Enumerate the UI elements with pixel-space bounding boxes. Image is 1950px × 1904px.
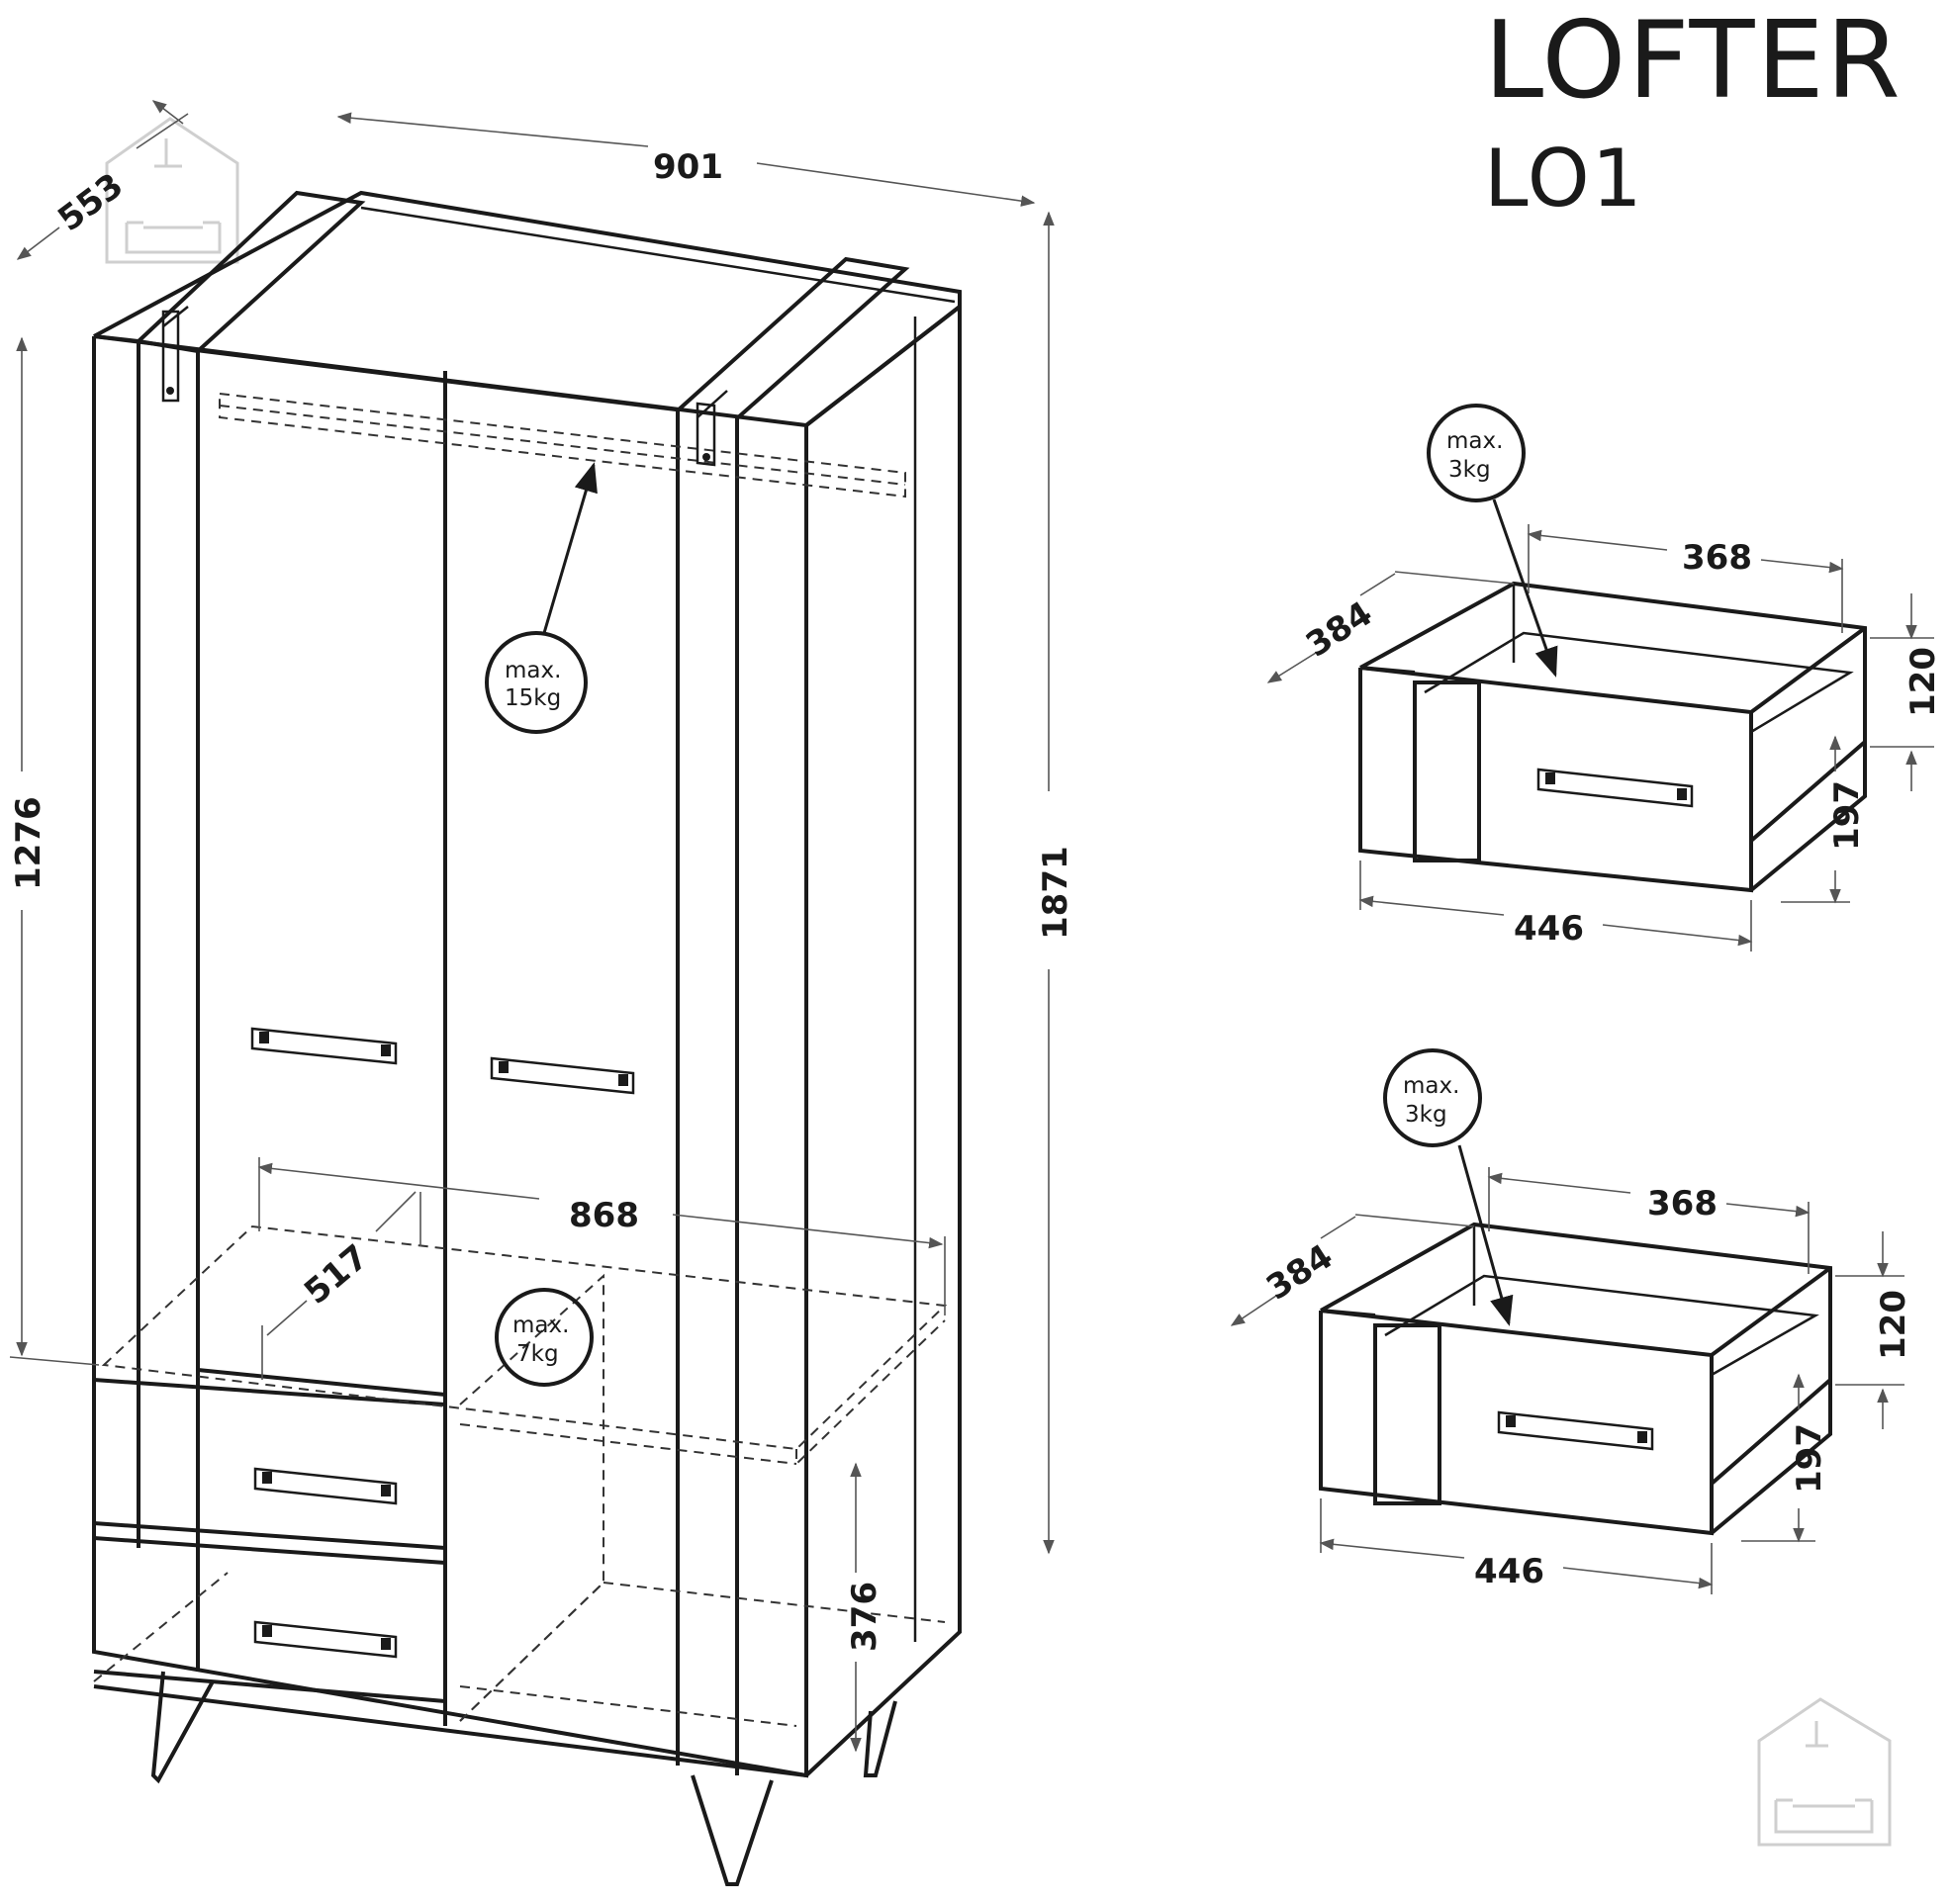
svg-text:7kg: 7kg xyxy=(516,1341,559,1367)
lower-height-label: 376 xyxy=(845,1582,884,1652)
drawer-bottom-front-height: 197 xyxy=(1790,1423,1829,1494)
depth-label: 553 xyxy=(50,166,131,240)
svg-text:max.: max. xyxy=(1446,428,1503,454)
drawer-bottom-load-badge: max. 3kg xyxy=(1383,1048,1514,1326)
drawer-bottom-depth: 384 xyxy=(1259,1236,1340,1308)
svg-text:3kg: 3kg xyxy=(1405,1102,1447,1128)
shelf-depth-label: 517 xyxy=(297,1237,376,1313)
drawer-top-front-width: 446 xyxy=(1514,909,1584,949)
drawer-top-load-badge: max. 3kg xyxy=(1427,404,1558,678)
svg-text:max.: max. xyxy=(512,1313,569,1338)
svg-text:3kg: 3kg xyxy=(1448,457,1491,483)
drawer-top-inner-height: 120 xyxy=(1904,647,1943,717)
wardrobe-drawing xyxy=(92,190,962,1886)
drawer-top-drawing xyxy=(1358,581,1867,893)
inner-height-label: 1276 xyxy=(9,796,48,890)
height-label: 1871 xyxy=(1036,846,1075,940)
drawer-handle-lower xyxy=(253,1620,398,1659)
svg-text:max.: max. xyxy=(1403,1073,1459,1099)
house-sofa-watermark-icon xyxy=(1757,1697,1892,1847)
svg-text:max.: max. xyxy=(505,658,561,683)
shelf-width-label: 868 xyxy=(569,1196,639,1235)
drawer-bottom-inner-width: 368 xyxy=(1647,1184,1718,1224)
drawer-handle-upper xyxy=(253,1467,398,1505)
width-label: 901 xyxy=(653,147,723,187)
drawer-bottom-front-width: 446 xyxy=(1474,1552,1544,1591)
drawer-top-depth: 384 xyxy=(1299,593,1379,665)
drawer-top-inner-width: 368 xyxy=(1682,538,1752,578)
model-code: LO1 xyxy=(1484,133,1644,225)
drawer-top-front-height: 197 xyxy=(1827,780,1867,851)
rail-load-badge: max. 15kg xyxy=(485,462,598,734)
door-handle-left xyxy=(250,1027,398,1065)
svg-text:15kg: 15kg xyxy=(505,685,561,711)
drawer-bottom-drawing xyxy=(1319,1222,1832,1536)
drawer-bottom-inner-height: 120 xyxy=(1874,1290,1913,1360)
shelf-load-badge: max. 7kg xyxy=(495,1288,594,1387)
product-title: LOFTER xyxy=(1484,0,1903,123)
door-handle-right xyxy=(490,1056,635,1095)
house-sofa-watermark-icon xyxy=(105,117,239,264)
